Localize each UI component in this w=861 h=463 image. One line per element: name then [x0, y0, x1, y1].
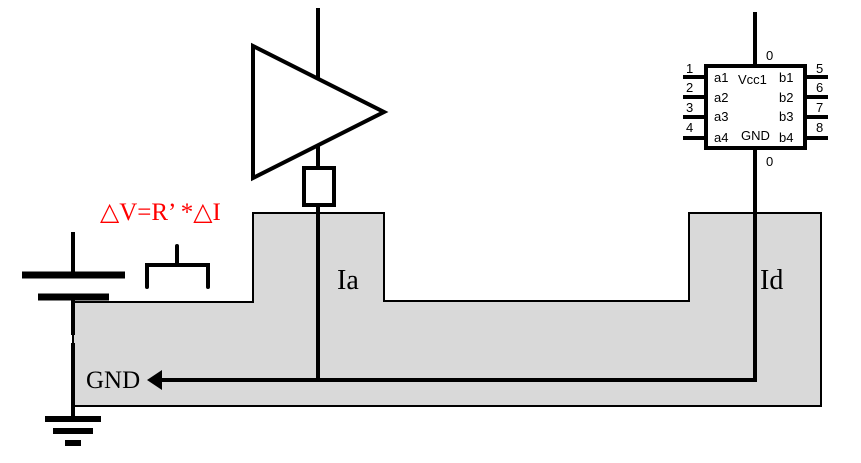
brace-bracket	[145, 244, 210, 289]
chip-left-pin: 4	[686, 120, 693, 135]
return-current-arrow	[147, 370, 757, 390]
chip-right-pin: 6	[816, 80, 823, 95]
chip-left-label: a2	[714, 90, 728, 105]
chip-left-pin: 1	[686, 61, 693, 76]
ia-label: Ia	[337, 265, 359, 296]
chip-gnd-label: GND	[741, 128, 770, 143]
chip-left-pin: 2	[686, 80, 693, 95]
chip-left-label: a4	[714, 130, 728, 145]
chip-left-label: a3	[714, 109, 728, 124]
chip-right-pin: 8	[816, 120, 823, 135]
gnd-label: GND	[86, 367, 140, 394]
chip-right-label: b3	[779, 109, 793, 124]
ground-icon	[45, 416, 101, 446]
amplifier-icon	[251, 8, 389, 381]
chip-bottom-pin: 0	[766, 154, 773, 169]
battery-icon	[22, 232, 125, 420]
formula-label: △V=R’ *△I	[100, 199, 221, 226]
chip-right-label: b4	[779, 130, 793, 145]
chip-right-pin: 7	[816, 100, 823, 115]
chip-left-label: a1	[714, 70, 728, 85]
ground-plane	[72, 212, 822, 407]
chip-top-pin: 0	[766, 48, 773, 63]
chip-icon	[683, 12, 828, 381]
resistor-icon	[302, 166, 336, 207]
chip-right-pin: 5	[816, 61, 823, 76]
chip-right-label: b2	[779, 90, 793, 105]
chip-left-pin: 3	[686, 100, 693, 115]
chip-vcc-label: Vcc1	[738, 72, 767, 87]
id-label: Id	[760, 265, 783, 296]
chip-right-label: b1	[779, 70, 793, 85]
